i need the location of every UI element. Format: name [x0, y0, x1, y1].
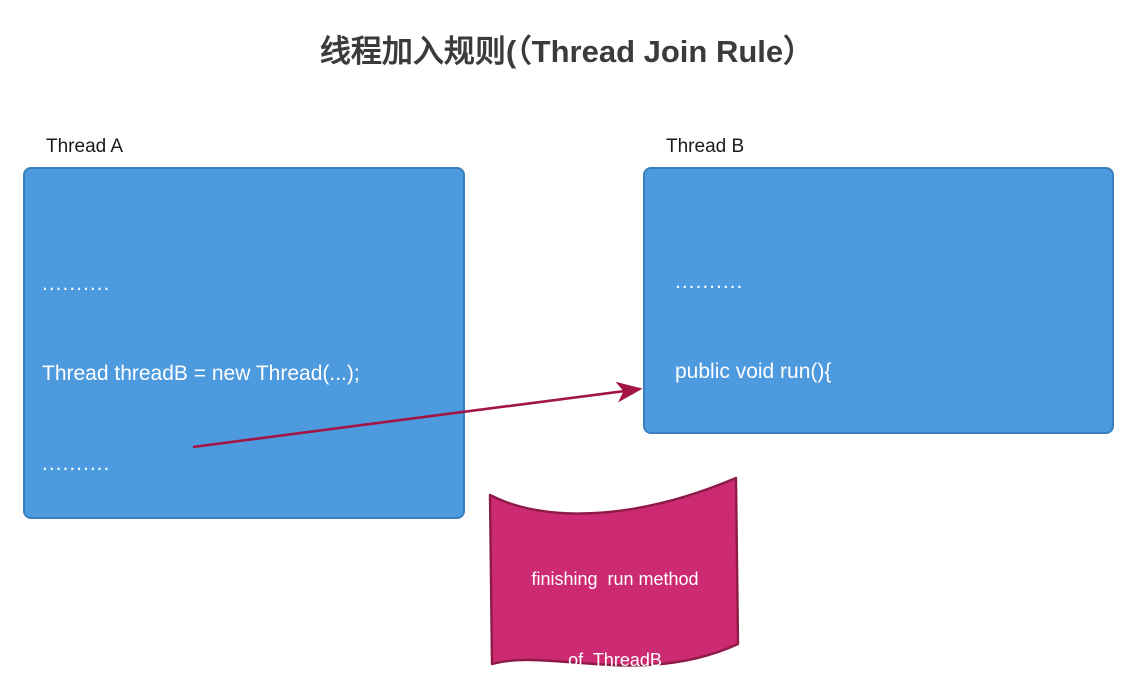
code-line: threadB.start(); — [42, 632, 183, 655]
banner-line: finishing run method — [531, 569, 699, 589]
banner-line: of ThreadB — [568, 650, 662, 670]
code-line: .......... — [42, 452, 111, 475]
thread-a-box: .......... Thread threadB = new Thread(.… — [23, 167, 465, 655]
code-line: public void run(){ — [675, 360, 832, 383]
thread-b-label: Thread B — [666, 136, 745, 157]
code-line: .......... — [42, 272, 111, 295]
page-title: 线程加入规则(（Thread Join Rule） — [319, 34, 815, 69]
code-line: .......... — [675, 270, 744, 293]
happens-before-banner: finishing run method of ThreadB happened… — [482, 468, 748, 670]
thread-a-label: Thread A — [46, 136, 124, 157]
banner-text-block: finishing run method of ThreadB happened… — [490, 512, 740, 690]
code-line: statement 1; — [675, 450, 809, 473]
thread-b-box: .......... public void run(){ statement … — [643, 167, 1114, 653]
thread-a-code-block: .......... Thread threadB = new Thread(.… — [42, 209, 360, 690]
code-line: .......... — [42, 542, 111, 565]
banner-ribbon-shape — [488, 476, 740, 667]
code-line: Thread threadB = new Thread(...); — [42, 362, 360, 385]
